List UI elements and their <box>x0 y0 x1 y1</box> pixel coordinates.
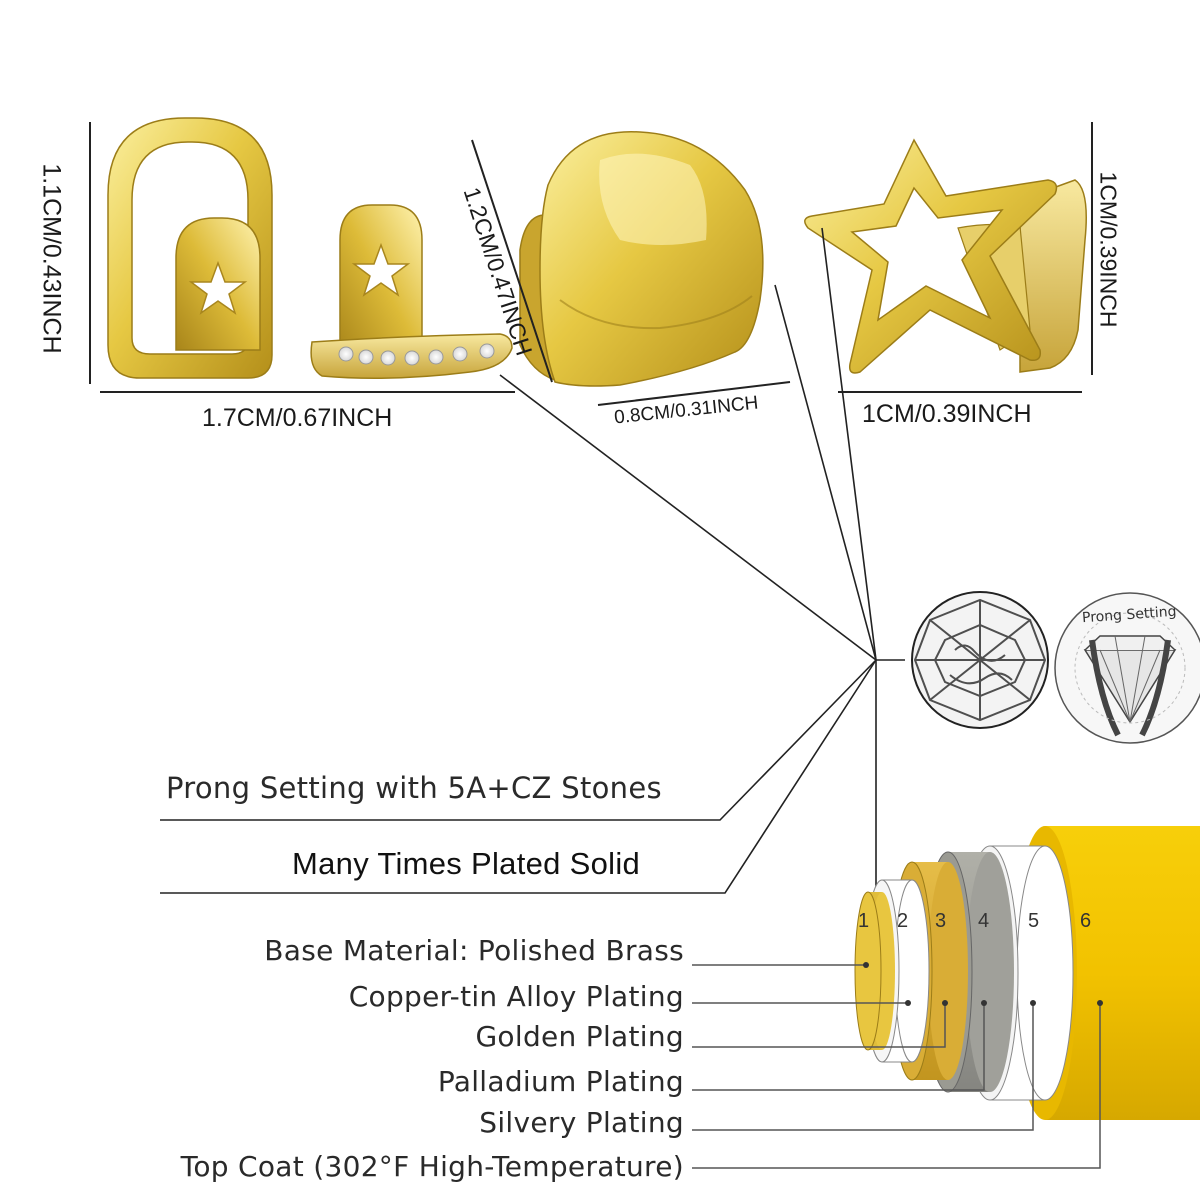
cz-stone-closeup <box>911 591 1049 729</box>
item3-height-label: 1CM/0.39INCH <box>1095 171 1122 328</box>
callout-prong-setting: Prong Setting with 5A+CZ Stones <box>166 771 662 805</box>
layer-dots <box>863 962 1103 1006</box>
layer-label-5: Silvery Plating <box>479 1106 684 1139</box>
layer-label-1: Base Material: Polished Brass <box>264 934 684 967</box>
grill-double-star <box>107 117 513 379</box>
layer-num-2: 2 <box>897 910 909 932</box>
plating-layers-cylinder <box>854 826 1200 1120</box>
callout-lines <box>160 227 905 894</box>
grill-solid-tooth <box>519 131 764 387</box>
layer-num-4: 4 <box>978 910 990 932</box>
callout-plated-solid: Many Times Plated Solid <box>292 846 641 881</box>
item3-width-label: 1CM/0.39INCH <box>862 400 1032 428</box>
dimension-line <box>471 139 553 383</box>
layer-leader-lines <box>692 964 1101 1169</box>
prong-setting-diagram <box>1054 592 1200 744</box>
layer-label-4: Palladium Plating <box>437 1065 684 1098</box>
item1-height-label: 1.1CM/0.43INCH <box>37 163 66 354</box>
layer-label-6: Top Coat (302°F High-Temperature) <box>180 1150 684 1183</box>
item1-width-label: 1.7CM/0.67INCH <box>202 404 393 432</box>
layer-label-3: Golden Plating <box>475 1020 684 1053</box>
layer-num-6: 6 <box>1080 910 1092 932</box>
layer-num-5: 5 <box>1028 910 1040 932</box>
layer-label-2: Copper-tin Alloy Plating <box>348 980 684 1013</box>
layer-num-3: 3 <box>935 910 947 932</box>
grill-star <box>804 138 1087 374</box>
layer-num-1: 1 <box>858 910 870 932</box>
dimension-line <box>597 381 791 406</box>
cz-stones <box>338 343 495 366</box>
